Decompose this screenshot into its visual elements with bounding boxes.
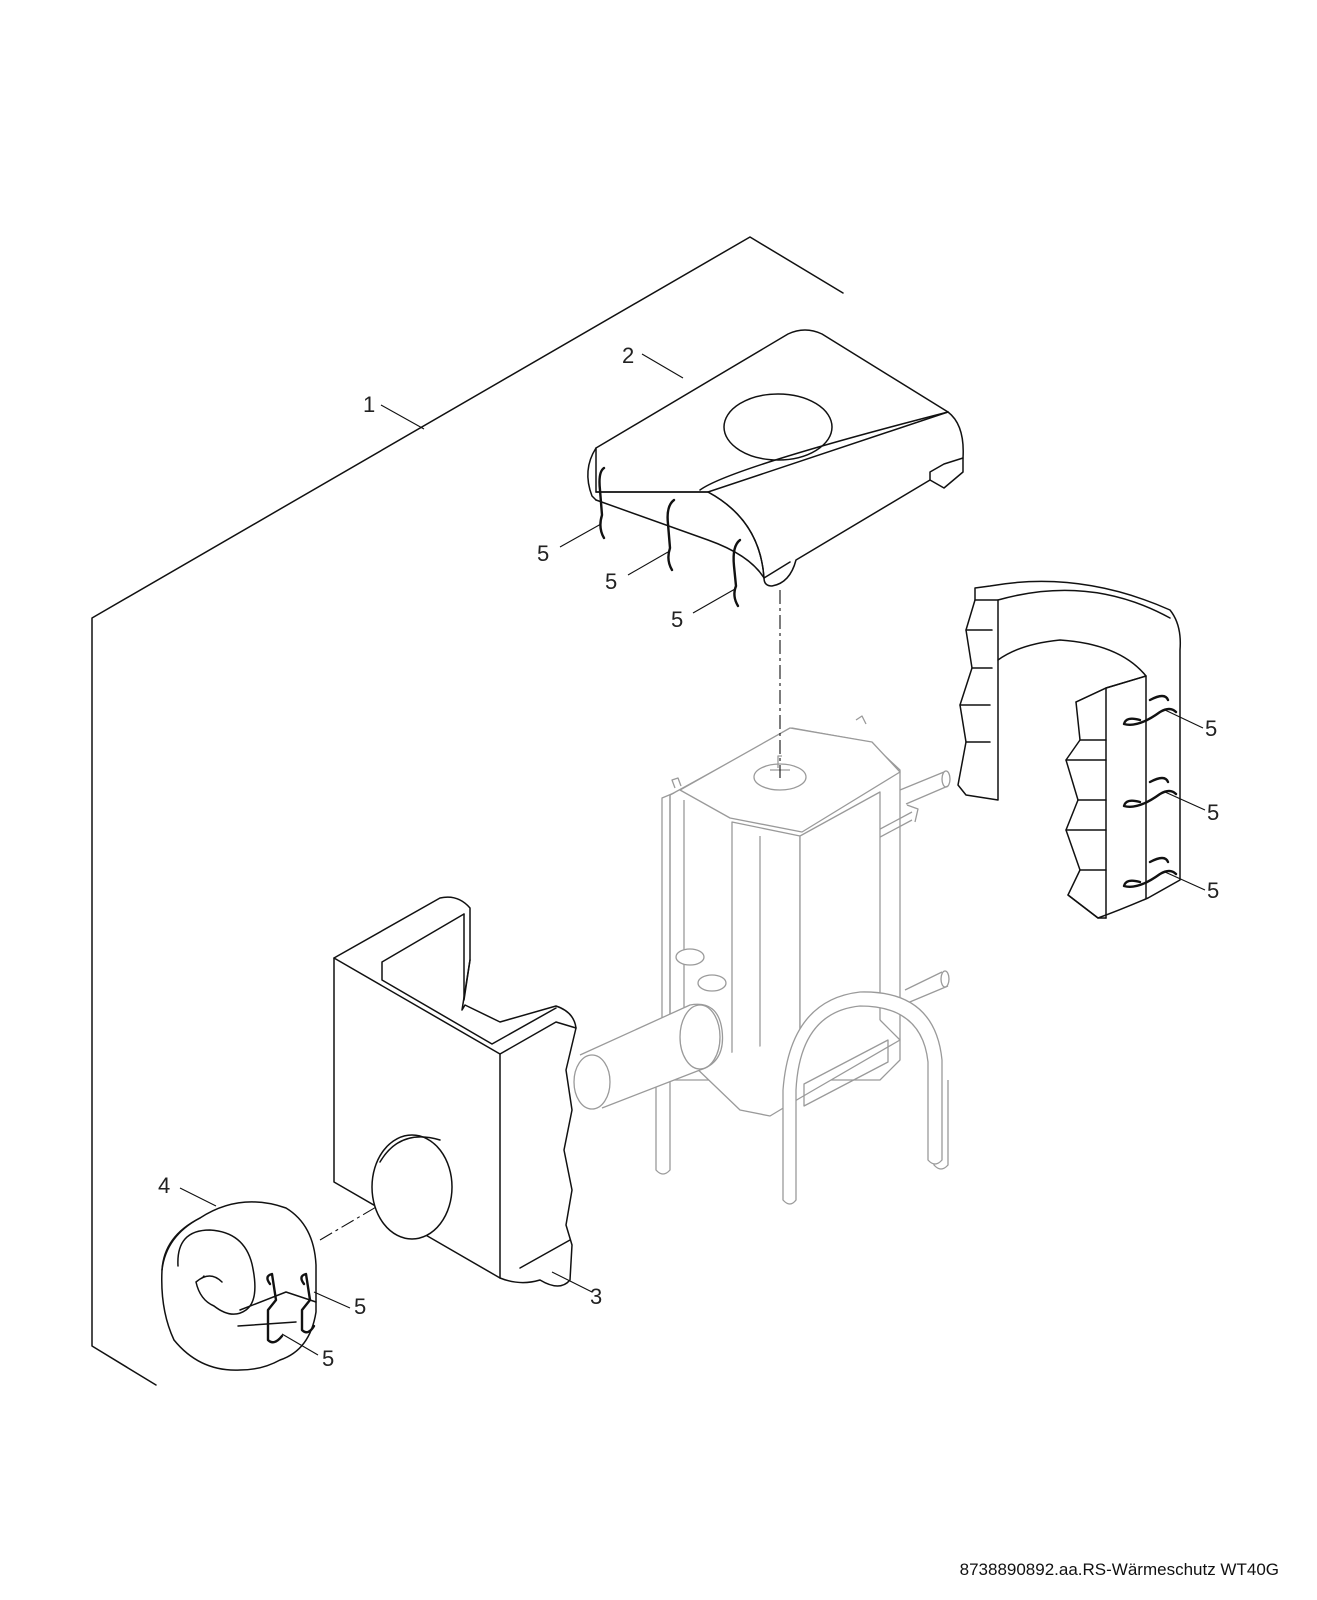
clip-shell-1 [1122, 694, 1178, 726]
clip-cover-2 [666, 498, 676, 572]
callout-5-cover-c: 5 [671, 607, 683, 632]
callout-3: 3 [590, 1284, 602, 1309]
callout-5-cover-a: 5 [537, 541, 549, 566]
pipe-sleeve: 4 5 5 [158, 1173, 366, 1371]
heat-exchanger-body [573, 715, 951, 1205]
callout-5-sleeve-a: 5 [354, 1294, 366, 1319]
callout-4: 4 [158, 1173, 170, 1198]
callout-5-shell-b: 5 [1207, 800, 1219, 825]
clip-cover-1 [598, 466, 606, 540]
drawing-reference-caption: 8738890892.aa.RS-Wärmeschutz WT40G [959, 1560, 1279, 1579]
callout-5-cover-b: 5 [605, 569, 617, 594]
clip-sleeve-1 [266, 1272, 284, 1344]
callout-1: 1 [363, 392, 375, 417]
clip-shell-2 [1122, 776, 1178, 808]
front-shell: 3 [333, 896, 602, 1309]
callout-5-sleeve-b: 5 [322, 1346, 334, 1371]
clip-sleeve-2 [300, 1272, 316, 1334]
assembly-frame: 1 [91, 236, 844, 1386]
callout-5-shell-a: 5 [1205, 716, 1217, 741]
top-cover: 2 5 5 5 [537, 329, 964, 632]
clip-shell-3 [1122, 856, 1178, 888]
callout-2: 2 [622, 343, 634, 368]
rear-half-shell: 5 5 5 [957, 580, 1219, 919]
callout-5-shell-c: 5 [1207, 878, 1219, 903]
clip-cover-3 [732, 538, 742, 608]
